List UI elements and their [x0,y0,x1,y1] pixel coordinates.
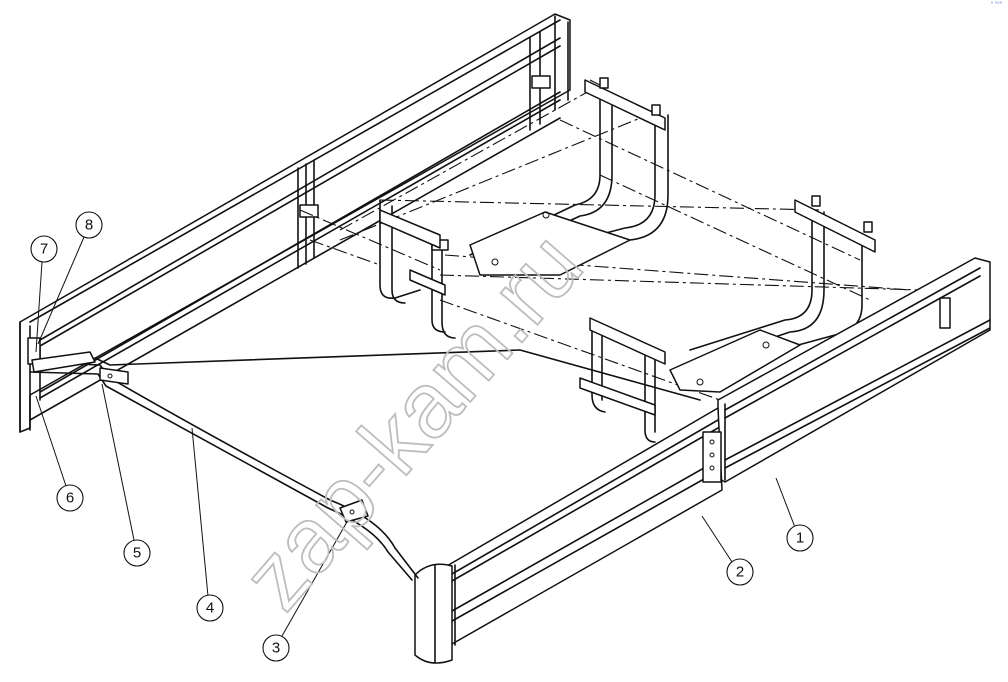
callout-5-label: 5 [133,545,141,562]
callout-3: 3 [262,519,349,662]
callout-3-label: 3 [272,640,280,657]
tarp-bow [27,337,701,581]
callout-8-label: 8 [85,217,93,234]
bench-frame-exploded [299,77,921,443]
callout-6: 6 [35,395,84,512]
callout-2-label: 2 [736,564,744,581]
callout-5: 5 [101,383,151,567]
callout-8: 8 [37,211,103,345]
corner-mark: ° °°° [990,2,1002,8]
callout-4: 4 [191,427,224,622]
callout-1: 1 [775,477,814,552]
callout-7: 7 [30,235,58,353]
callout-6-label: 6 [66,490,74,507]
callout-4-label: 4 [206,600,214,617]
callout-7-label: 7 [40,241,48,258]
callout-1-label: 1 [796,530,804,547]
left-side-rail-panel [19,13,571,433]
callout-2: 2 [701,515,754,586]
front-side-boards [414,257,991,664]
